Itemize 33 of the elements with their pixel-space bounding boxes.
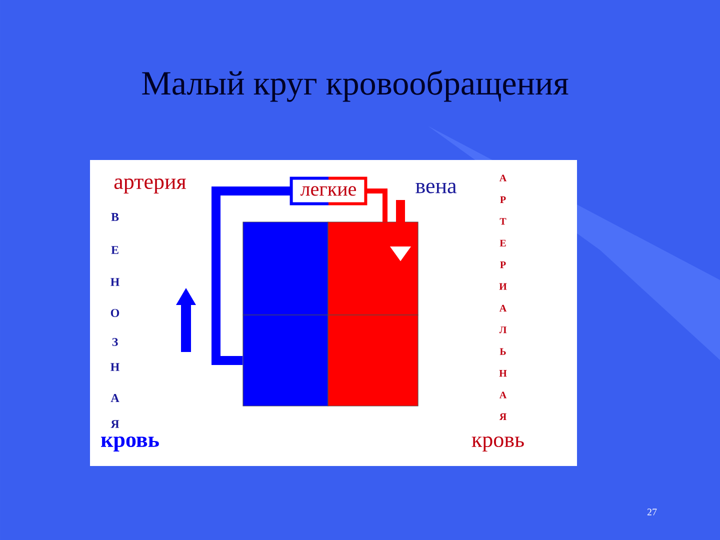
heart-chamber — [328, 222, 418, 316]
vertical-letter: Н — [110, 363, 120, 371]
vertical-letter: И — [499, 283, 507, 290]
vertical-letter: Я — [110, 420, 120, 428]
heart-chamber — [242, 314, 328, 406]
vertical-letter: Я — [499, 413, 506, 420]
title: Малый круг кровообращения — [142, 70, 568, 102]
vertical-letter: З — [112, 338, 118, 346]
vertical-letter: Е — [111, 246, 118, 254]
vertical-letter: В — [111, 213, 119, 221]
word-label: кровь — [472, 436, 524, 452]
vertical-letter: А — [110, 394, 120, 402]
heart-chamber — [242, 222, 328, 316]
word-label: вена — [416, 182, 456, 194]
vertical-letter: Ь — [500, 348, 506, 355]
vertical-letter: Н — [499, 370, 507, 377]
vertical-letter: Р — [500, 262, 506, 268]
vertical-letter: А — [499, 174, 507, 182]
word-label: кровь — [101, 436, 159, 452]
lungs-box: легкие — [290, 176, 368, 206]
word-label: артерия — [114, 178, 186, 194]
page-number: 27 — [647, 508, 657, 516]
vertical-letter: О — [110, 308, 120, 318]
heart-chamber — [328, 314, 418, 406]
vertical-letter: А — [499, 392, 507, 398]
vertical-letter: Е — [500, 240, 506, 246]
vertical-letter: А — [499, 304, 507, 312]
vertical-letter: Н — [110, 278, 120, 286]
vertical-letter: Л — [499, 326, 507, 334]
vessel-line — [366, 188, 388, 222]
vessel-line — [212, 186, 292, 365]
vertical-letter: Р — [500, 196, 506, 203]
vertical-letter: Т — [500, 218, 506, 225]
